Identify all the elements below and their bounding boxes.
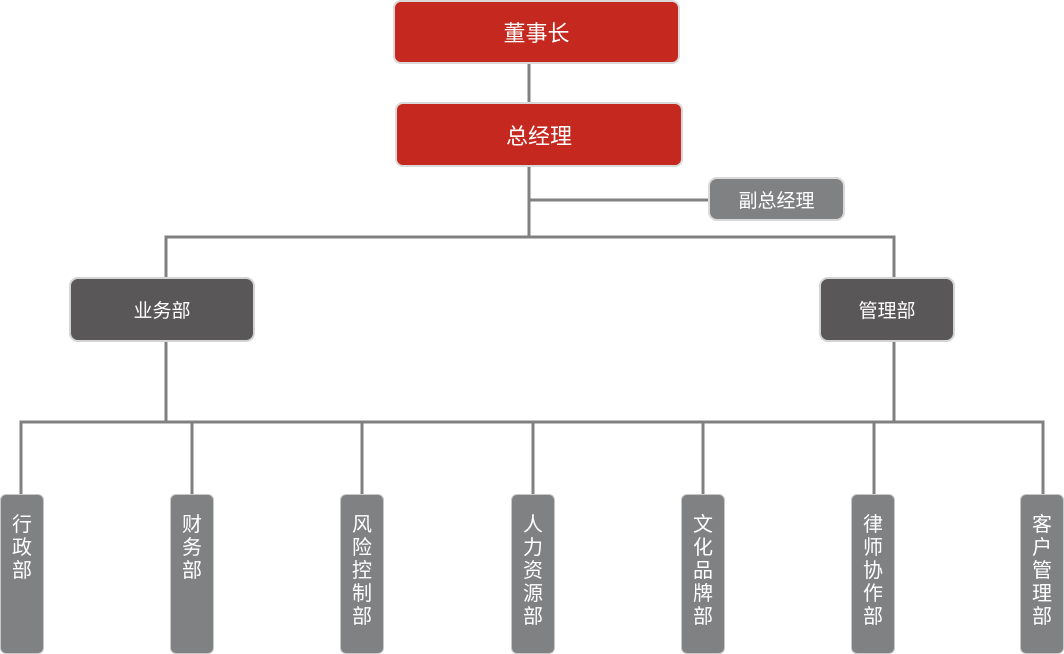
department-label: 财务部 <box>182 512 202 582</box>
department-label: 人力资源部 <box>523 512 543 628</box>
department-node: 律师协作部 <box>851 494 895 654</box>
department-node: 行政部 <box>0 494 44 654</box>
business-dept-label: 业务部 <box>133 300 191 322</box>
chairman-node: 董事长 <box>393 0 680 64</box>
department-label: 行政部 <box>12 512 32 582</box>
chairman-label: 董事长 <box>503 22 570 47</box>
department-label: 律师协作部 <box>863 512 883 628</box>
department-label: 风险控制部 <box>352 512 372 628</box>
department-node: 人力资源部 <box>511 494 555 654</box>
deputy-general-manager-node: 副总经理 <box>708 177 845 221</box>
deputy-general-manager-label: 副总经理 <box>738 189 815 212</box>
department-label: 文化品牌部 <box>693 512 713 628</box>
management-dept-label: 管理部 <box>858 300 916 322</box>
department-node: 客户管理部 <box>1020 494 1064 654</box>
department-node: 文化品牌部 <box>681 494 725 654</box>
department-label: 客户管理部 <box>1032 512 1052 628</box>
business-dept-node: 业务部 <box>69 277 255 342</box>
management-dept-node: 管理部 <box>819 277 955 342</box>
general-manager-node: 总经理 <box>395 102 683 167</box>
department-node: 风险控制部 <box>340 494 384 654</box>
general-manager-label: 总经理 <box>505 124 572 150</box>
department-node: 财务部 <box>170 494 214 654</box>
